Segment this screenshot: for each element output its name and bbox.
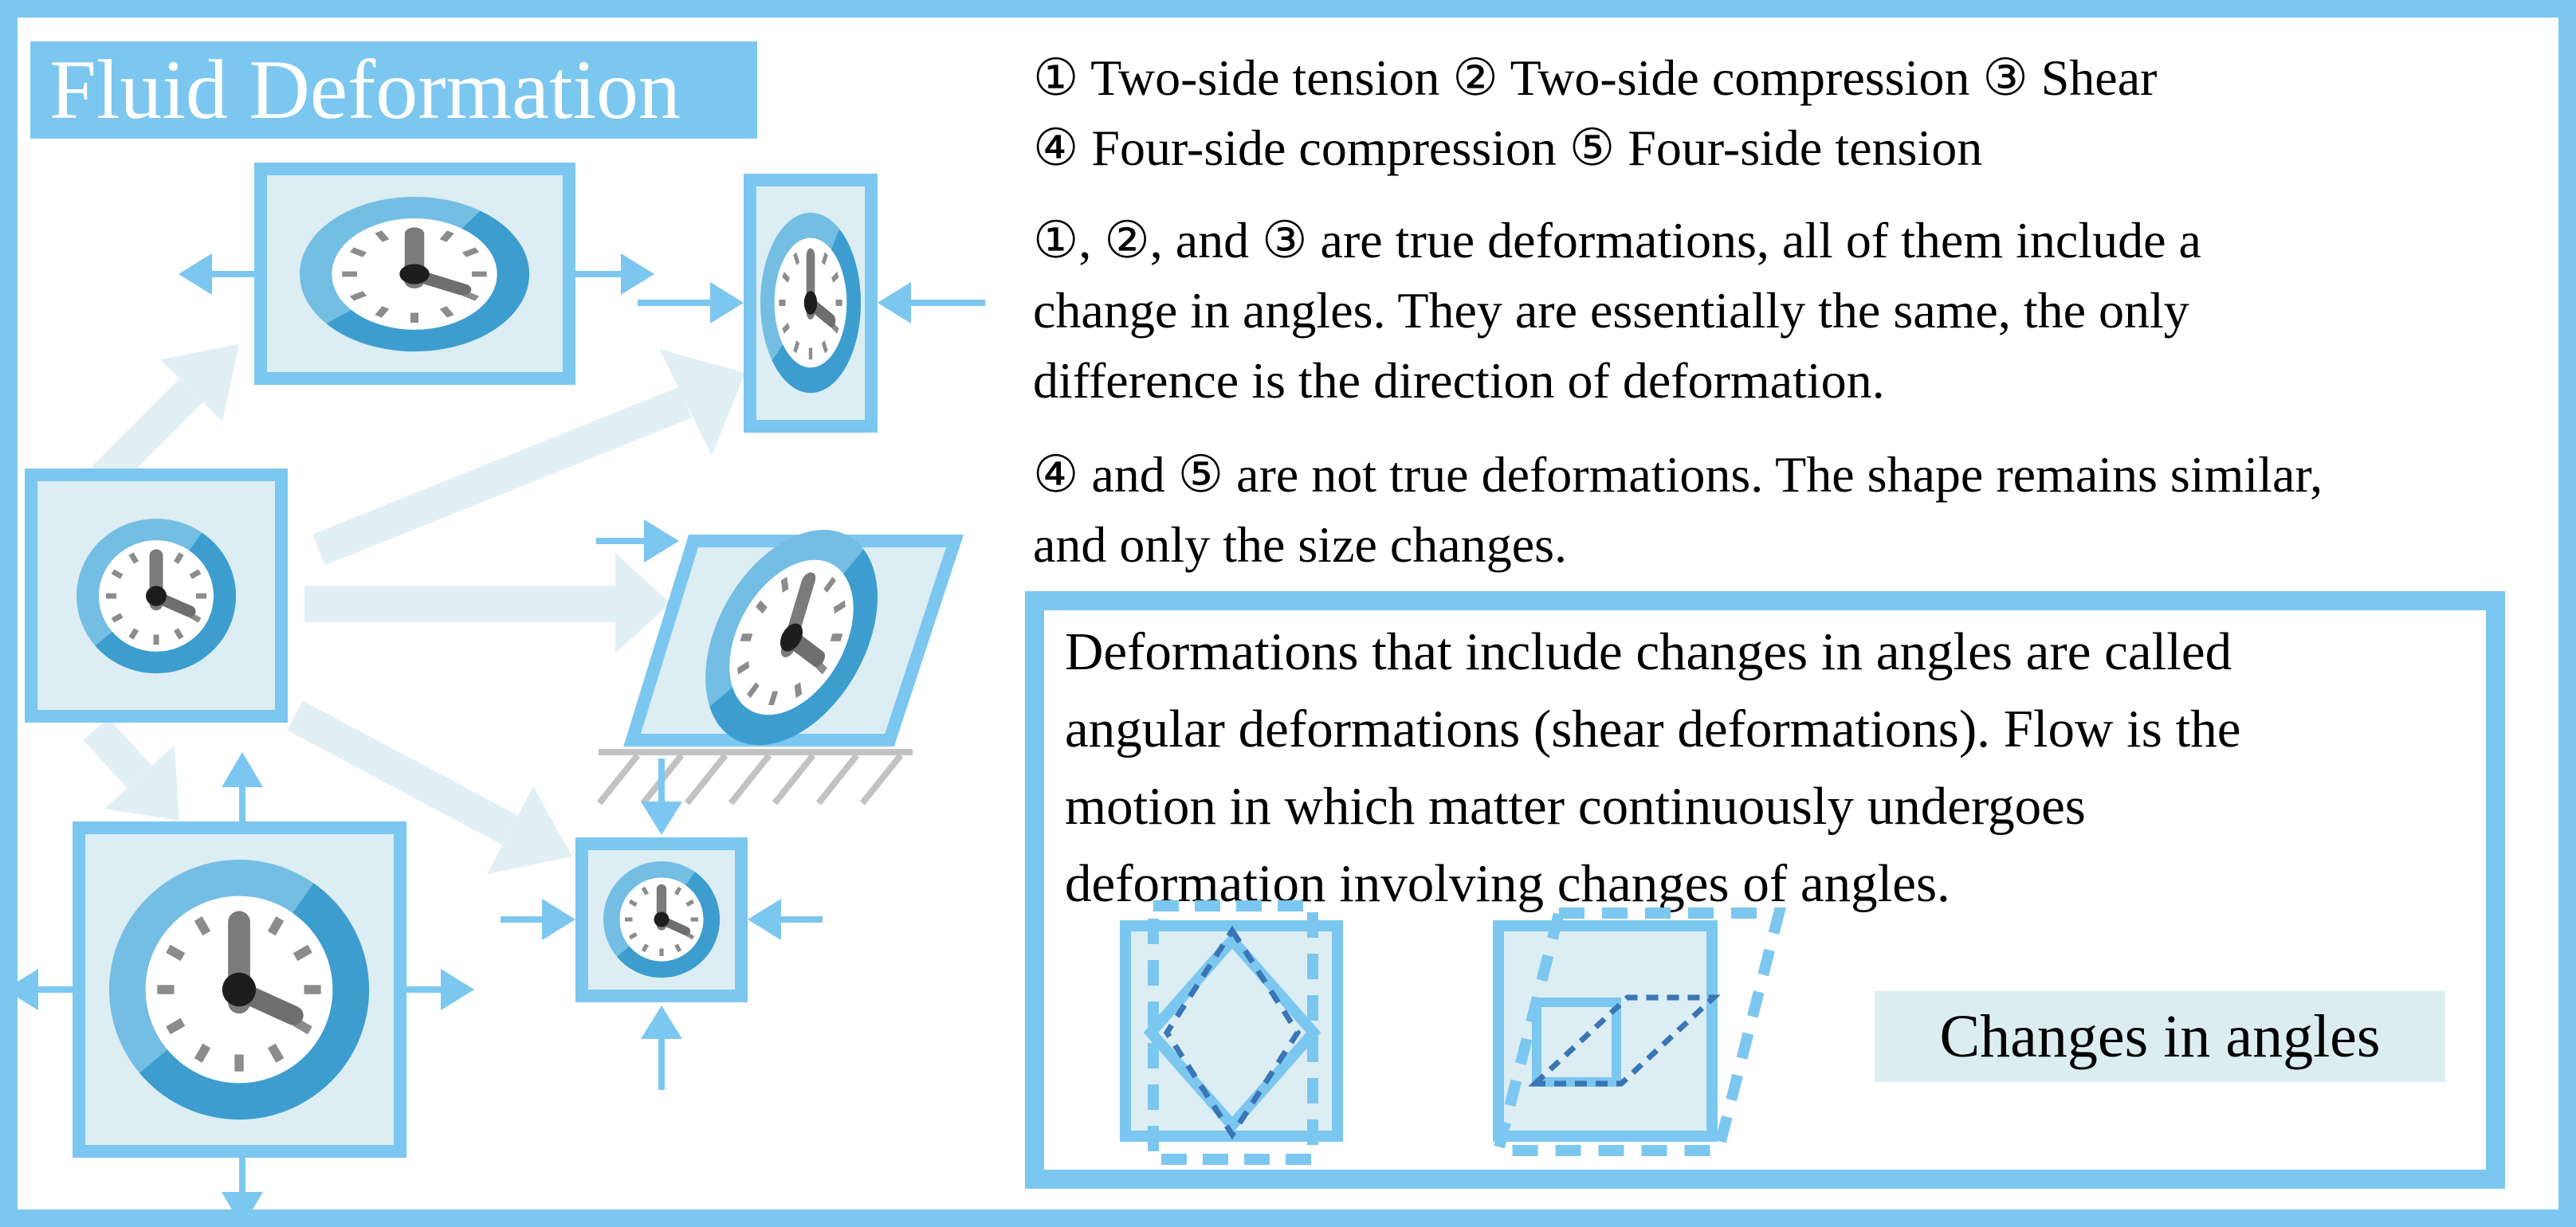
clock-two-side-tension [316, 208, 513, 341]
clock-four-side-tension [128, 878, 351, 1102]
sheared-square-deformation [1490, 908, 1787, 1156]
angular-deformation-info-box [1025, 591, 2505, 1189]
paragraph-not-true-deformations: ④ and ⑤ are not true deformations. The s… [1033, 446, 2323, 573]
force-arrows [5, 253, 985, 1227]
changes-in-angles-label: Changes in angles [1875, 991, 2445, 1082]
fixed-ground-hatching [596, 749, 913, 806]
deformation-legend: ① Two-side tension ② Two-side compressio… [1033, 49, 2158, 176]
faint-transform-arrows [83, 344, 745, 874]
clock-original [88, 530, 225, 663]
page-title: Fluid Deformation [30, 41, 757, 139]
deformation-illustration [5, 163, 985, 1227]
clock-two-side-compression [768, 225, 854, 380]
paragraph-true-deformations: ①, ②, and ③ are true deformations, all o… [1033, 212, 2201, 409]
clock-four-side-compression [611, 869, 712, 970]
angular-deformation-diagrams [1120, 900, 1787, 1165]
diamond-angular-deformation [1120, 900, 1343, 1165]
